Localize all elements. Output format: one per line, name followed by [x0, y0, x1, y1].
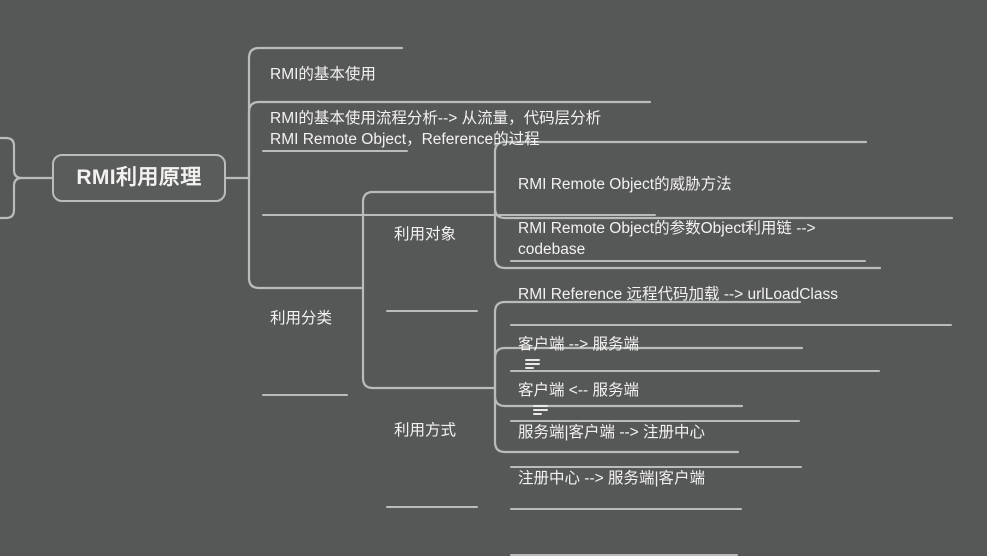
topic-remote-object-threat-methods[interactable]: RMI Remote Object的威胁方法	[510, 132, 866, 262]
topic-label: RMI的基本使用流程分析--> 从流量，代码层分析 RMI Remote Obj…	[270, 110, 602, 148]
topic-label: 利用对象	[394, 226, 457, 244]
node-underline	[386, 309, 478, 312]
topic-exploitation-target[interactable]: 利用对象	[386, 182, 478, 312]
node-underline	[386, 505, 478, 508]
node-underline	[510, 369, 880, 372]
topic-label: RMI Remote Object的威胁方法	[518, 176, 732, 194]
node-underline	[510, 553, 738, 556]
root-node[interactable]: RMI利用原理	[52, 154, 226, 202]
node-underline	[510, 259, 866, 262]
node-underline	[510, 324, 952, 327]
node-underline	[262, 393, 348, 396]
topic-label: 服务端|客户端 --> 注册中心	[518, 424, 706, 442]
topic-exploitation-method[interactable]: 利用方式	[386, 378, 478, 508]
topic-registry-to-server-client[interactable]: 注册中心 --> 服务端|客户端	[510, 426, 738, 556]
node-underline	[510, 419, 800, 422]
topic-label: RMI Reference 远程代码加载 --> urlLoadClass	[518, 286, 838, 304]
node-underline	[510, 465, 802, 468]
topic-rmi-basic-usage-flow[interactable]: RMI的基本使用流程分析--> 从流量，代码层分析 RMI Remote Obj…	[262, 66, 656, 217]
topic-remote-object-param-gadget-chain[interactable]: RMI Remote Object的参数Object利用链 --> codeba…	[510, 176, 952, 327]
root-node-label: RMI利用原理	[76, 166, 202, 190]
topic-label: 客户端 <-- 服务端	[518, 382, 639, 400]
node-underline	[262, 149, 408, 152]
topic-label: RMI的基本使用	[270, 66, 376, 84]
note-icon[interactable]	[525, 358, 540, 371]
topic-server-client-to-registry[interactable]: 服务端|客户端 --> 注册中心	[510, 380, 742, 510]
topic-rmi-reference-remote-code-loading[interactable]: RMI Reference 远程代码加载 --> urlLoadClass	[510, 242, 880, 372]
topic-label: 利用分类	[270, 310, 333, 328]
node-underline	[262, 214, 656, 217]
note-icon[interactable]	[533, 404, 548, 417]
topic-label: 利用方式	[394, 422, 457, 440]
topic-label: 客户端 --> 服务端	[518, 336, 639, 354]
topic-rmi-basic-usage[interactable]: RMI的基本使用	[262, 22, 408, 152]
topic-server-to-client[interactable]: 客户端 <-- 服务端	[510, 338, 802, 468]
mindmap-canvas: RMI利用原理 RMI的基本使用 RMI的基本使用流程分析--> 从流量，代码层…	[0, 22, 954, 556]
topic-client-to-server[interactable]: 客户端 --> 服务端	[510, 292, 800, 422]
topic-exploitation-classification[interactable]: 利用分类	[262, 266, 348, 396]
topic-label: RMI Remote Object的参数Object利用链 --> codeba…	[518, 220, 816, 258]
